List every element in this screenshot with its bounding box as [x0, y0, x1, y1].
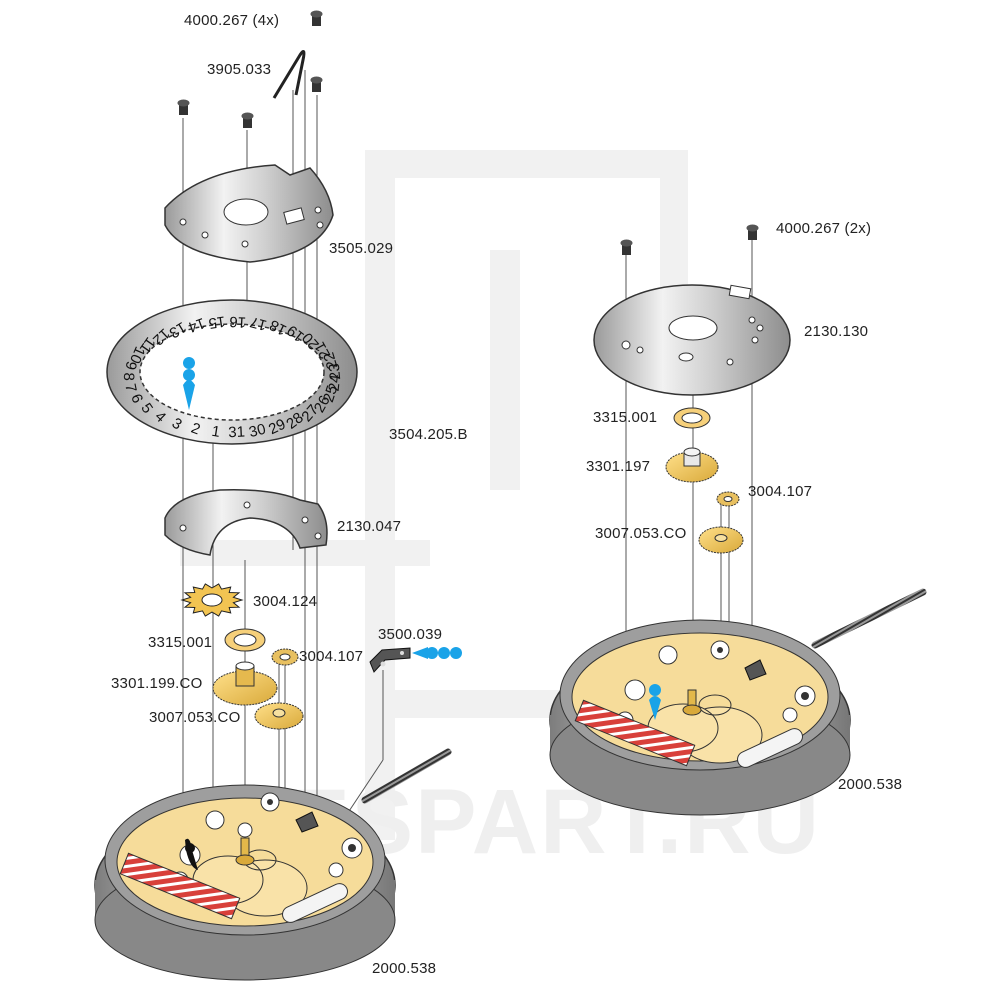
screw-icon	[177, 99, 190, 115]
calendar-plate-icon	[593, 284, 791, 396]
screw-icon	[241, 112, 254, 128]
minute-wheel-icon	[254, 702, 304, 730]
calendar-plate-icon	[164, 488, 328, 556]
date-number: 26	[311, 393, 334, 416]
position-marker-icon	[649, 684, 661, 720]
date-number: 28	[283, 409, 307, 433]
jumper-icon	[369, 647, 411, 673]
part-label-screw-2x: 4000.267 (2x)	[776, 220, 872, 237]
screw-icon	[746, 224, 759, 240]
part-label-date-disc: 3504.205.B	[389, 426, 468, 443]
date-number: 21	[311, 339, 334, 362]
intermediate-wheel-icon	[716, 491, 740, 507]
screw-icon	[310, 10, 323, 26]
movement-icon	[94, 748, 452, 981]
date-driving-wheel-icon	[180, 583, 244, 617]
date-number: 17	[248, 313, 268, 334]
screw-icon	[310, 76, 323, 92]
date-number: 23	[326, 363, 345, 381]
part-label-hour-wheel: 3301.199.CO	[111, 675, 203, 692]
part-label-minute-wheel: 3007.053.CO	[595, 525, 687, 542]
part-label-intermediate-wheel: 3004.107	[748, 483, 813, 500]
part-label-calendar-plate: 2130.130	[804, 323, 869, 340]
part-label-movement: 2000.538	[838, 776, 903, 793]
washer-icon	[224, 628, 266, 652]
date-disc-icon	[106, 299, 358, 445]
part-label-washer: 3315.001	[148, 634, 213, 651]
part-label-movement: 2000.538	[372, 960, 437, 977]
date-number: 29	[266, 416, 288, 439]
position-marker-icon	[183, 357, 195, 410]
part-label-minute-wheel: 3007.053.CO	[149, 709, 241, 726]
part-label-jumper: 3500.039	[378, 626, 443, 643]
watermark-block	[365, 150, 685, 178]
part-label-calendar-plate: 2130.047	[337, 518, 402, 535]
date-number: 16	[229, 313, 247, 331]
date-number: 19	[284, 321, 308, 345]
date-number: 25	[320, 383, 341, 404]
date-number: 14	[186, 314, 207, 336]
date-number: 10	[126, 344, 148, 366]
date-number: 7	[121, 382, 139, 394]
intermediate-wheel-icon	[271, 648, 299, 666]
date-number: 24	[326, 374, 345, 392]
position-marker-icon	[412, 647, 462, 659]
part-label-washer: 3315.001	[593, 409, 658, 426]
date-number: 18	[267, 316, 290, 339]
spring-icon	[272, 49, 306, 99]
date-number: 30	[247, 421, 267, 442]
part-label-screw-4x: 4000.267 (4x)	[184, 12, 280, 29]
hour-wheel-icon	[212, 661, 278, 706]
part-label-maintaining-plate: 3505.029	[329, 240, 394, 257]
date-number: 9	[122, 360, 140, 372]
movement-icon	[549, 588, 927, 816]
minute-wheel-icon	[698, 526, 744, 554]
washer-icon	[673, 407, 711, 429]
part-label-intermediate-wheel: 3004.107	[299, 648, 364, 665]
date-number: 15	[207, 312, 226, 331]
date-number: 13	[166, 318, 189, 341]
watermark-block	[490, 250, 520, 490]
watermark-block	[365, 150, 395, 840]
screw-icon	[620, 239, 633, 255]
maintaining-plate-icon	[164, 164, 334, 263]
part-label-hour-wheel: 3301.197	[586, 458, 651, 475]
part-label-date-driving-wheel: 3004.124	[253, 593, 318, 610]
date-number: 31	[228, 424, 245, 442]
hour-wheel-icon	[665, 447, 719, 483]
date-number: 8	[120, 373, 137, 381]
part-label-spring: 3905.033	[207, 61, 272, 78]
date-number: 1	[210, 423, 221, 441]
date-number: 22	[320, 350, 341, 371]
